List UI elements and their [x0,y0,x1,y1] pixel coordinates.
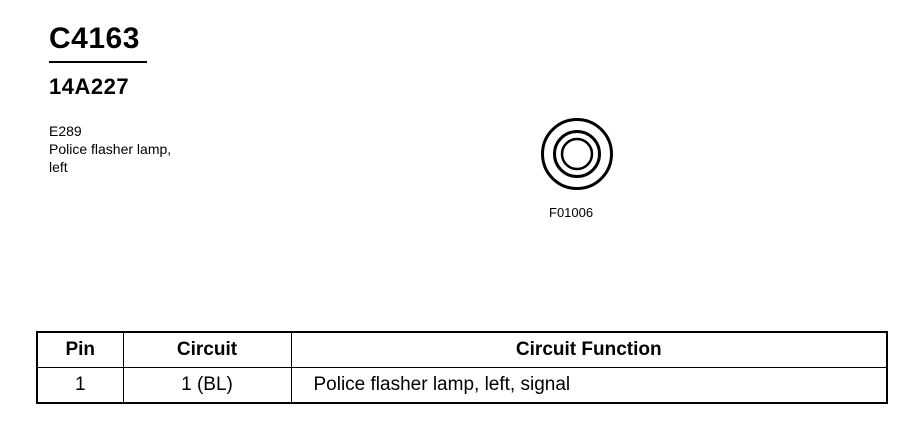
connector-outer-ring [541,118,613,190]
connector-middle-ring [553,130,601,178]
pin-table: Pin Circuit Circuit Function 1 1 (BL) Po… [36,331,888,404]
connector-id: C4163 [49,22,140,55]
figure-code: F01006 [549,205,594,220]
description-line: Police flasher lamp, [49,141,172,157]
header-circuit: Circuit [122,331,292,368]
connector-face-icon [541,118,613,190]
cell-circuit: 1 (BL) [122,367,292,404]
header-circuit-function: Circuit Function [290,331,888,368]
description-line: E289 [49,123,82,139]
component-description: E289 Police flasher lamp, left [49,122,249,176]
connector-inner-ring [560,137,594,171]
cell-pin: 1 [36,367,124,404]
header-pin: Pin [36,331,124,368]
table-header-row: Pin Circuit Circuit Function [36,331,888,368]
description-line: left [49,159,68,175]
cell-circuit-function: Police flasher lamp, left, signal [290,367,888,404]
part-number: 14A227 [49,74,130,99]
title-rule [49,61,147,63]
table-row: 1 1 (BL) Police flasher lamp, left, sign… [36,367,888,404]
